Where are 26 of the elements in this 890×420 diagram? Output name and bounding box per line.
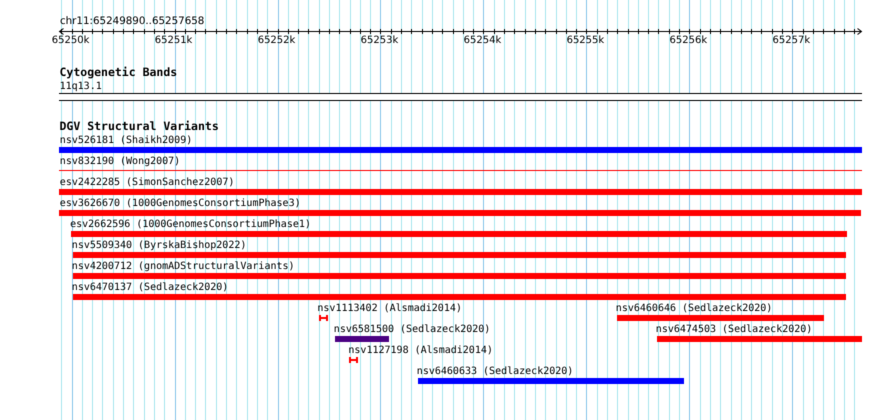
variant-label: nsv4200712 (gnomADStructuralVariants) bbox=[72, 261, 295, 273]
tick-label: 65251k bbox=[154, 34, 192, 47]
variant-label: nsv6581500 (Sedlazeck2020) bbox=[334, 324, 490, 336]
tick-label: 65257k bbox=[772, 34, 810, 47]
location-label: chr11:65249890..65257658 bbox=[60, 15, 204, 28]
variant-label: nsv6460633 (Sedlazeck2020) bbox=[416, 366, 574, 378]
variant-label: nsv1113402 (Alsmadi2014) bbox=[317, 303, 462, 315]
variant-label: nsv6460646 (Sedlazeck2020) bbox=[616, 303, 772, 315]
variant-label: esv2662596 (1000GenomesConsortiumPhase1) bbox=[70, 219, 311, 231]
variant-label: esv2422285 (SimonSanchez2007) bbox=[60, 177, 234, 189]
band-label: 11q13.1 bbox=[60, 81, 102, 93]
variant-label: nsv5509340 (ByrskaBishop2022) bbox=[72, 240, 246, 252]
variant-label: nsv6470137 (Sedlazeck2020) bbox=[72, 282, 228, 294]
variant-label: nsv832190 (Wong2007) bbox=[60, 156, 180, 168]
tick-label: 65253k bbox=[360, 34, 398, 47]
tick-label: 65252k bbox=[258, 34, 296, 47]
tick-label: 65254k bbox=[464, 34, 502, 47]
tick-label: 65255k bbox=[566, 34, 604, 47]
tick-label: 65256k bbox=[670, 34, 708, 47]
variant-label: nsv6474503 (Sedlazeck2020) bbox=[656, 324, 812, 336]
variant-label: esv3626670 (1000GenomesConsortiumPhase3) bbox=[60, 198, 301, 210]
tick-label: 65250k bbox=[52, 34, 90, 47]
track-title: Cytogenetic Bands bbox=[60, 66, 178, 79]
variant-label: nsv1127198 (Alsmadi2014) bbox=[348, 345, 493, 357]
track-title: DGV Structural Variants bbox=[60, 120, 219, 134]
variant-label: nsv526181 (Shaikh2009) bbox=[60, 135, 192, 147]
